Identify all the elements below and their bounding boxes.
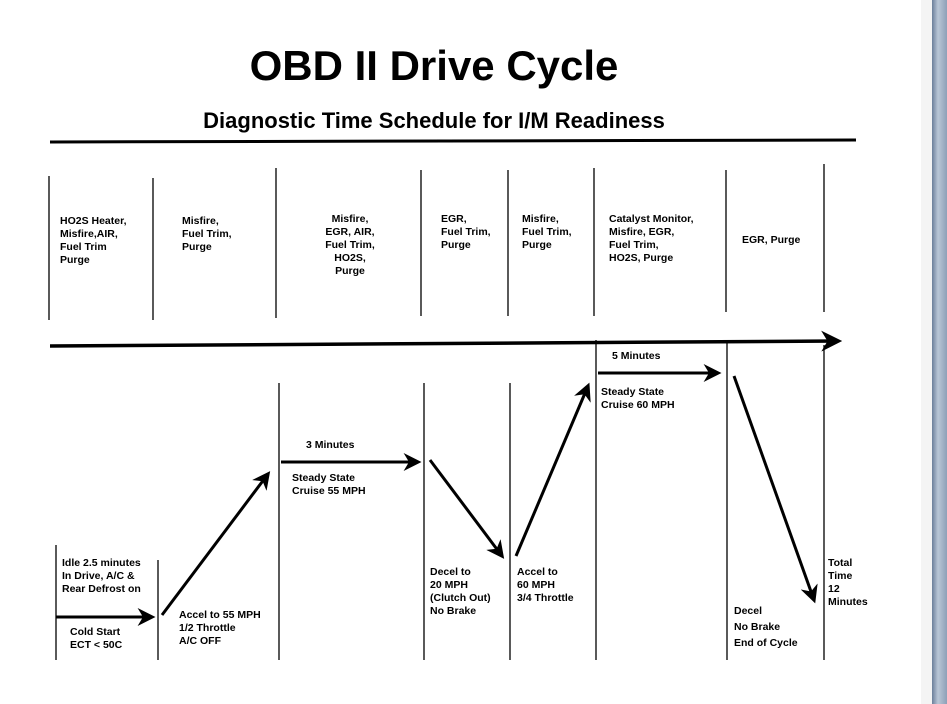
phase-label-total-time: Total Time 12 Minutes — [828, 557, 868, 608]
decel-20-arrow — [428, 459, 505, 559]
monitor-label: HO2S Heater, Misfire,AIR, Fuel Trim Purg… — [60, 215, 127, 266]
page-title: OBD II Drive Cycle — [249, 42, 619, 89]
phase-label-duration-3: 3 Minutes — [306, 439, 355, 451]
phase-label-cruise-55: Steady State Cruise 55 MPH — [292, 472, 366, 497]
decel-end-arrow — [732, 375, 818, 604]
window-edge — [921, 0, 932, 704]
phase-label-accel-60: Accel to 60 MPH 3/4 Throttle — [517, 566, 574, 604]
timeline-arrow — [49, 330, 843, 352]
monitor-label: EGR, Purge — [742, 234, 801, 246]
page-subtitle: Diagnostic Time Schedule for I/M Readine… — [203, 108, 665, 133]
phase-label-cold-start: Cold Start ECT < 50C — [70, 626, 123, 651]
phase-label-decel-end: Decel No Brake End of Cycle — [734, 605, 798, 649]
monitor-label: EGR, Fuel Trim, Purge — [441, 213, 491, 251]
accel-60-arrow — [514, 382, 591, 557]
monitor-label: Misfire, EGR, AIR, Fuel Trim, HO2S, Purg… — [325, 213, 375, 277]
monitor-label: Catalyst Monitor, Misfire, EGR, Fuel Tri… — [609, 213, 694, 264]
window-scrollbar[interactable] — [932, 0, 947, 704]
monitor-label: Misfire, Fuel Trim, Purge — [182, 215, 232, 253]
accel-55-arrow — [160, 471, 271, 616]
phase-label-idle: Idle 2.5 minutes In Drive, A/C & Rear De… — [62, 557, 141, 595]
header-rule — [49, 138, 857, 144]
phase-label-duration-5: 5 Minutes — [612, 350, 661, 362]
monitor-label: Misfire, Fuel Trim, Purge — [522, 213, 572, 251]
drive-profile — [56, 364, 818, 626]
phase-label-accel-55: Accel to 55 MPH 1/2 Throttle A/C OFF — [179, 609, 261, 647]
phase-column-dividers — [55, 340, 825, 660]
phase-label-decel-20: Decel to 20 MPH (Clutch Out) No Brake — [430, 566, 491, 617]
phase-label-cruise-60: Steady State Cruise 60 MPH — [601, 386, 675, 411]
monitor-column-dividers — [48, 164, 825, 320]
